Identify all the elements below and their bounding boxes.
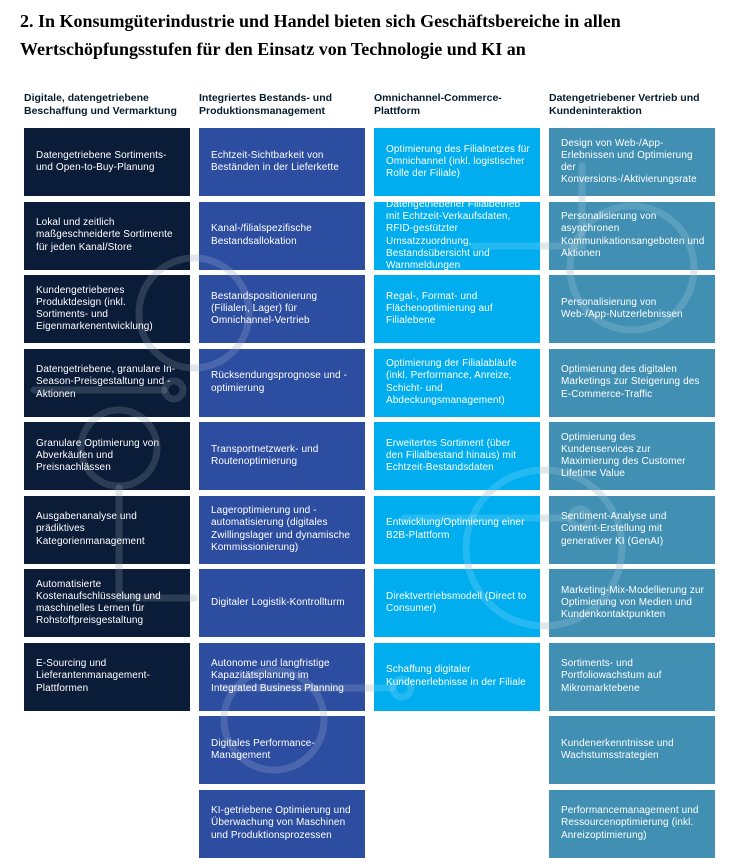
matrix-cell: Optimierung der Filialabläufe (inkl. Per… xyxy=(374,348,540,417)
matrix-cell: Entwicklung/Optimierung einer B2B-Plattf… xyxy=(374,495,540,564)
matrix-cell: Regal-, Format- und Flächenoptimierung a… xyxy=(374,275,540,344)
matrix-cell: KI-getriebene Optimierung und Überwachun… xyxy=(199,789,365,858)
matrix-cell: Kundengetriebenes Produktdesign (inkl. S… xyxy=(24,275,190,344)
matrix-cell: Digitales Performance-Management xyxy=(199,716,365,785)
matrix-cell: Optimierung des digitalen Marketings zur… xyxy=(549,348,715,417)
matrix-cell: Sortiments- und Portfoliowachstum auf Mi… xyxy=(549,642,715,711)
matrix-cell: Ausgabenanalyse und prädiktives Kategori… xyxy=(24,495,190,564)
matrix-cell: Personalisierung von asynchronen Kommuni… xyxy=(549,201,715,270)
matrix-cell: Transportnetzwerk- und Routenoptimierung xyxy=(199,422,365,491)
matrix-cell: Erweitertes Sortiment (über den Filialbe… xyxy=(374,422,540,491)
matrix-cell: Optimierung des Filialnetzes für Omnicha… xyxy=(374,128,540,197)
column-header-beschaffung: Digitale, datengetriebene Beschaffung un… xyxy=(24,91,177,118)
matrix-cell: Lokal und zeitlich maßgeschneiderte Sort… xyxy=(24,201,190,270)
column-headers: Digitale, datengetriebene Beschaffung un… xyxy=(24,92,714,119)
column-header-vertrieb: Datengetriebener Vertrieb und Kundeninte… xyxy=(549,91,700,118)
matrix-cell: Kanal-/filialspezifische Bestandsallokat… xyxy=(199,201,365,270)
matrix-cell: Automatisierte Kostenaufschlüsselung und… xyxy=(24,569,190,638)
matrix-cell: Kundenerkenntnisse und Wachstumsstrategi… xyxy=(549,716,715,785)
matrix-cell: Bestandspositionierung (Filialen, Lager)… xyxy=(199,275,365,344)
matrix-cell: Autonome und langfristige Kapazitätsplan… xyxy=(199,642,365,711)
matrix-cell: Direktvertriebsmodell (Direct to Consume… xyxy=(374,569,540,638)
matrix-cell: Lageroptimierung und -automatisierung (d… xyxy=(199,495,365,564)
matrix-cell: Schaffung digitaler Kundenerlebnisse in … xyxy=(374,642,540,711)
matrix-cell: Granulare Optimierung von Abverkäufen un… xyxy=(24,422,190,491)
matrix-cell: E-Sourcing und Lieferantenmanagement-Pla… xyxy=(24,642,190,711)
matrix-cell: Digitaler Logistik-Kontrollturm xyxy=(199,569,365,638)
column-omnichannel: Optimierung des Filialnetzes für Omnicha… xyxy=(374,128,540,858)
matrix-cell: Datengetriebener Filialbetrieb mit Echtz… xyxy=(374,199,540,271)
matrix-grid: Datengetriebene Sortiments- und Open-to-… xyxy=(24,128,715,858)
column-header-bestandsmanagement: Integriertes Bestands- und Produktionsma… xyxy=(199,91,333,118)
matrix-cell: Datengetriebene Sortiments- und Open-to-… xyxy=(24,128,190,197)
matrix-cell: Sentiment-Analyse und Content-Erstellung… xyxy=(549,495,715,564)
column-vertrieb: Design von Web-/App-Erlebnissen und Opti… xyxy=(549,128,715,858)
matrix-cell: Echtzeit-Sichtbarkeit von Beständen in d… xyxy=(199,128,365,197)
matrix-cell: Design von Web-/App-Erlebnissen und Opti… xyxy=(549,128,715,197)
column-bestandsmanagement: Echtzeit-Sichtbarkeit von Beständen in d… xyxy=(199,128,365,858)
column-beschaffung: Datengetriebene Sortiments- und Open-to-… xyxy=(24,128,190,858)
matrix-cell: Personalisierung von Web-/App-Nutzerlebn… xyxy=(549,275,715,344)
matrix-cell: Datengetriebene, granulare In-Season-Pre… xyxy=(24,348,190,417)
matrix-columns: Datengetriebene Sortiments- und Open-to-… xyxy=(24,128,715,858)
exhibit-title: 2. In Konsumgüterindustrie und Handel bi… xyxy=(20,11,621,59)
matrix-cell: Performancemanagement und Ressourcenopti… xyxy=(549,789,715,858)
matrix-cell: Rücksendungsprognose und -optimierung xyxy=(199,348,365,417)
column-header-omnichannel: Omnichannel-Commerce-Plattform xyxy=(374,91,502,118)
matrix-cell: Optimierung des Kundenservices zur Maxim… xyxy=(549,422,715,491)
matrix-cell: Marketing-Mix-Modellierung zur Optimieru… xyxy=(549,569,715,638)
